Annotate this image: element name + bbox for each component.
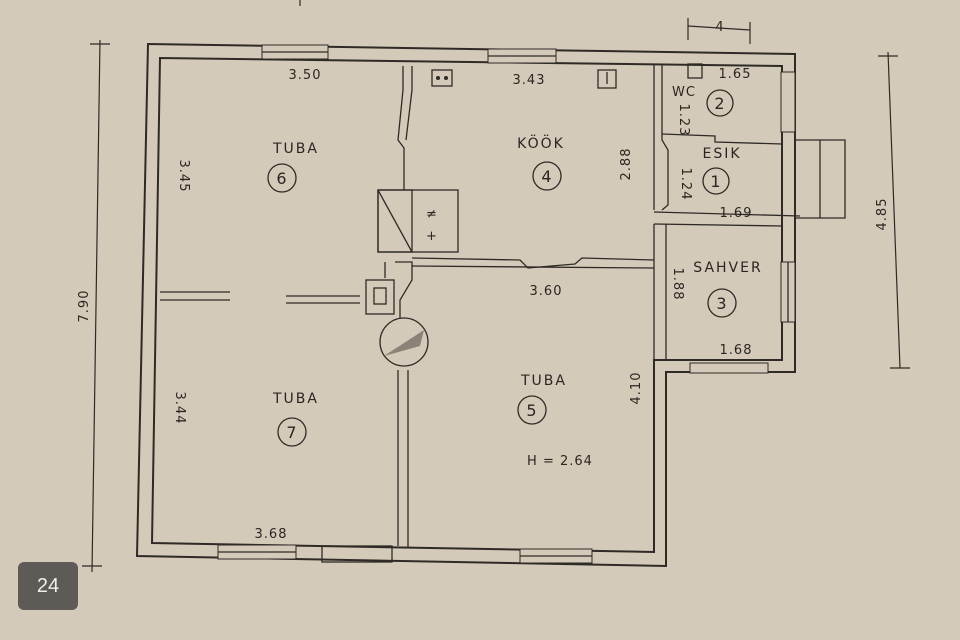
svg-text:4: 4 bbox=[541, 167, 552, 186]
entrance-porch bbox=[795, 139, 846, 219]
svg-text:7: 7 bbox=[286, 423, 297, 442]
dim-room5-height: 4.10 bbox=[629, 372, 644, 405]
svg-text:TUBA: TUBA bbox=[272, 141, 319, 157]
dim-overall-height: 7.90 bbox=[77, 290, 92, 323]
room-label-2: WC 2 bbox=[672, 85, 734, 117]
interior-walls bbox=[160, 64, 801, 548]
stove-block: ≠ + bbox=[377, 189, 459, 253]
room-label-7: TUBA 7 bbox=[272, 391, 319, 447]
dim-sahver-width: 1.68 bbox=[720, 343, 753, 358]
svg-text:ESIK: ESIK bbox=[702, 146, 741, 162]
dim-right-height: 4.85 bbox=[875, 198, 890, 231]
dim-wc-width: 1.65 bbox=[719, 67, 752, 82]
dim-room5-width: 3.60 bbox=[530, 284, 563, 299]
room-height-label: H = 2.64 bbox=[527, 454, 593, 469]
dim-sahver-height: 1.88 bbox=[670, 268, 685, 301]
dim-room6-height: 3.45 bbox=[176, 160, 191, 193]
svg-text:5: 5 bbox=[526, 401, 537, 420]
dim-kitchen-width: 3.43 bbox=[513, 73, 546, 88]
dim-esik-width: 1.69 bbox=[720, 206, 753, 221]
dim-kitchen-height: 2.88 bbox=[619, 148, 634, 181]
svg-text:2: 2 bbox=[714, 94, 725, 113]
kitchen-fixtures bbox=[431, 63, 703, 89]
svg-text:6: 6 bbox=[276, 169, 287, 188]
room-label-6: TUBA 6 bbox=[267, 141, 319, 193]
front-door bbox=[321, 545, 393, 563]
svg-text:WC: WC bbox=[672, 85, 696, 100]
room-label-3: SAHVER 3 bbox=[693, 260, 762, 318]
svg-text:KÖÖK: KÖÖK bbox=[517, 134, 565, 152]
room-label-1: ESIK 1 bbox=[702, 146, 741, 195]
svg-text:+: + bbox=[426, 229, 438, 244]
dim-wc-height: 1.23 bbox=[676, 104, 691, 137]
chimney-block bbox=[365, 279, 395, 315]
round-stove bbox=[379, 317, 429, 367]
page-number-badge: 24 bbox=[18, 562, 78, 610]
dim-room7-width: 3.68 bbox=[255, 527, 288, 542]
svg-text:TUBA: TUBA bbox=[520, 373, 567, 389]
outer-walls bbox=[135, 42, 796, 568]
svg-text:3: 3 bbox=[716, 294, 727, 313]
dimension-lines bbox=[82, 0, 910, 573]
dim-esik-height: 1.24 bbox=[678, 168, 693, 201]
dim-top-offset: 4 bbox=[715, 20, 724, 35]
room-label-5: TUBA 5 H = 2.64 bbox=[517, 373, 593, 469]
dim-room7-height: 3.44 bbox=[172, 392, 187, 425]
svg-text:≠: ≠ bbox=[426, 207, 438, 222]
dimension-labels: 7.90 4.85 4 3.50 3.45 3.43 2.88 1.65 1.2… bbox=[77, 20, 890, 542]
dim-room6-width: 3.50 bbox=[289, 68, 322, 83]
room-label-4: KÖÖK 4 bbox=[517, 134, 565, 191]
svg-text:SAHVER: SAHVER bbox=[693, 260, 762, 276]
windows bbox=[217, 44, 796, 564]
svg-text:TUBA: TUBA bbox=[272, 391, 319, 407]
svg-text:1: 1 bbox=[710, 172, 721, 191]
